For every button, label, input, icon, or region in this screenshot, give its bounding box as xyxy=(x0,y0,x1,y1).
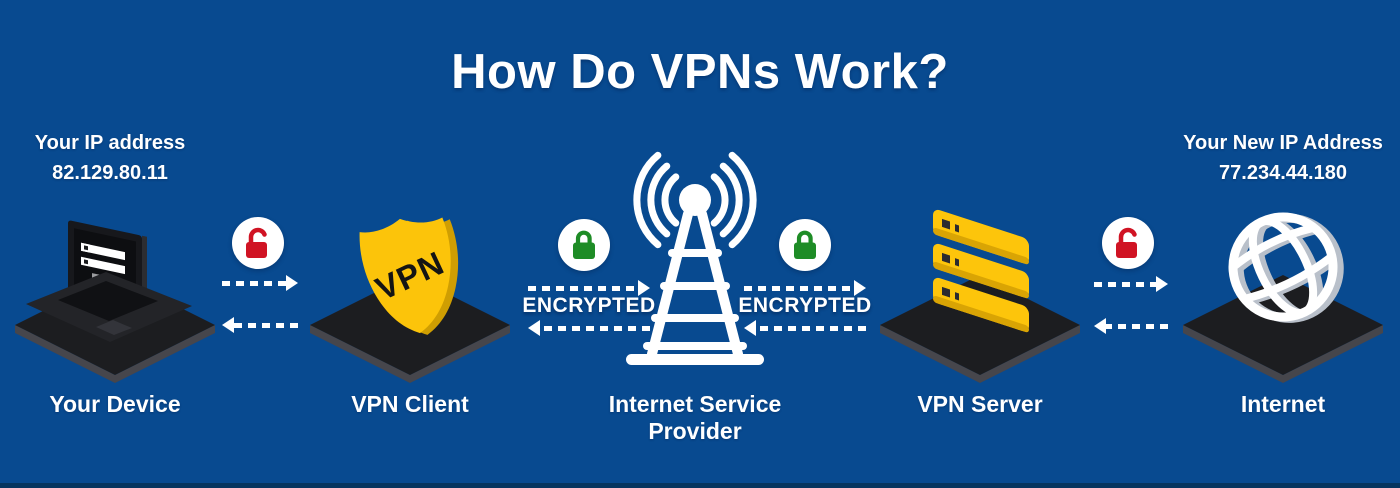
encrypted-label: ENCRYPTED xyxy=(522,294,656,317)
dashed-arrow-right xyxy=(744,280,866,296)
laptop-icon xyxy=(15,220,215,383)
vpn-shield-icon: VPN xyxy=(310,217,510,383)
your-ip-caption: Your IP address 82.129.80.11 xyxy=(0,128,220,188)
radio-tower-icon xyxy=(626,151,764,365)
bottom-edge-divider xyxy=(0,483,1400,488)
node-label-internet: Internet xyxy=(1240,391,1326,417)
dashed-arrow-left xyxy=(222,317,298,333)
lock-closed-icon xyxy=(779,219,831,271)
dashed-arrow-left xyxy=(1094,318,1168,334)
server-stack-icon xyxy=(880,209,1080,383)
lock-closed-icon xyxy=(558,219,610,271)
dashed-arrow-right xyxy=(1094,276,1168,292)
dashed-arrow-right xyxy=(222,275,298,291)
dashed-arrow-left xyxy=(744,320,866,336)
new-ip-caption: Your New IP Address 77.234.44.180 xyxy=(1168,128,1398,188)
page-title: How Do VPNs Work? xyxy=(451,45,949,99)
lock-open-icon xyxy=(1102,217,1154,269)
new-ip-caption-line2: 77.234.44.180 xyxy=(1219,162,1347,184)
your-ip-caption-line1: Your IP address xyxy=(34,132,186,154)
globe-icon xyxy=(1183,212,1383,383)
your-ip-caption-line2: 82.129.80.11 xyxy=(52,162,168,184)
new-ip-caption-line1: Your New IP Address xyxy=(1183,132,1383,154)
node-label-vpn-server: VPN Server xyxy=(917,391,1043,417)
dashed-arrow-left xyxy=(528,320,650,336)
node-label-isp: Internet Service Provider xyxy=(608,391,782,444)
dashed-arrow-right xyxy=(528,280,650,296)
node-label-your-device: Your Device xyxy=(49,391,181,417)
lock-open-icon xyxy=(232,217,284,269)
node-label-vpn-client: VPN Client xyxy=(351,391,469,417)
encrypted-label: ENCRYPTED xyxy=(738,294,872,317)
